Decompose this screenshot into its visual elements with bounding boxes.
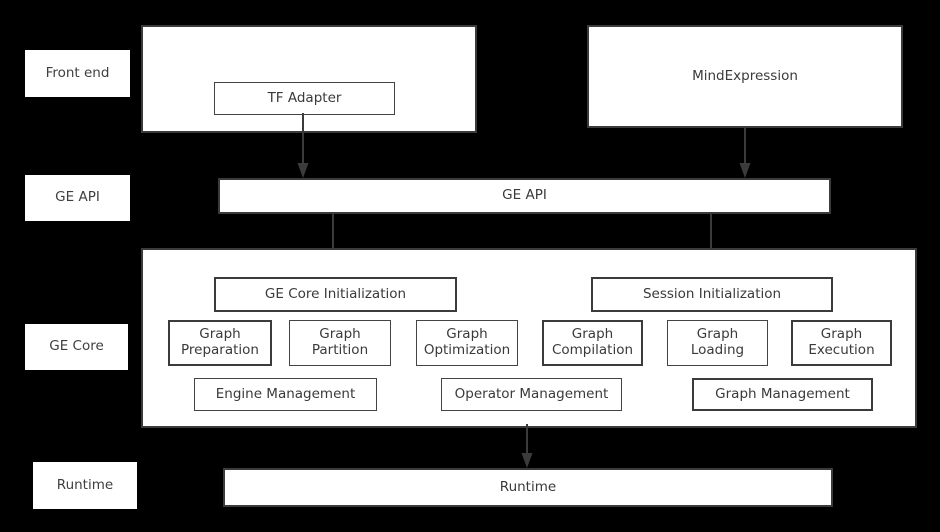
graph-execution-box[interactable]: Graph Execution xyxy=(791,320,892,366)
ge-core-container[interactable]: GE Core Initialization Session Initializ… xyxy=(141,248,917,428)
runtime-bar[interactable]: Runtime xyxy=(223,468,833,507)
session-initialization-box[interactable]: Session Initialization xyxy=(591,277,833,312)
lane-label-ge-core: GE Core xyxy=(25,324,128,370)
arrow-tf-adapter-to-ge-api xyxy=(293,113,313,179)
arrow-ge-core-to-runtime xyxy=(517,424,537,469)
graph-management-box[interactable]: Graph Management xyxy=(692,378,873,411)
ge-core-initialization-box[interactable]: GE Core Initialization xyxy=(214,277,457,312)
graph-partition-box[interactable]: Graph Partition xyxy=(289,320,391,366)
lane-label-front-end: Front end xyxy=(25,50,130,97)
graph-loading-box[interactable]: Graph Loading xyxy=(667,320,768,366)
graph-optimization-box[interactable]: Graph Optimization xyxy=(416,320,518,366)
tf-adapter-box[interactable]: TF Adapter xyxy=(214,82,395,115)
tensorflow-container[interactable]: Tensorflow TF Adapter xyxy=(141,25,477,133)
mindexpression-box[interactable]: MindExpression xyxy=(587,25,903,128)
graph-preparation-box[interactable]: Graph Preparation xyxy=(168,320,272,366)
arrow-mindexpression-to-ge-api xyxy=(735,128,755,179)
lane-label-ge-api: GE API xyxy=(25,175,130,221)
engine-management-box[interactable]: Engine Management xyxy=(194,378,377,411)
operator-management-box[interactable]: Operator Management xyxy=(441,378,622,411)
graph-compilation-box[interactable]: Graph Compilation xyxy=(542,320,643,366)
ge-api-bar[interactable]: GE API xyxy=(218,178,831,214)
lane-label-runtime: Runtime xyxy=(33,462,137,509)
